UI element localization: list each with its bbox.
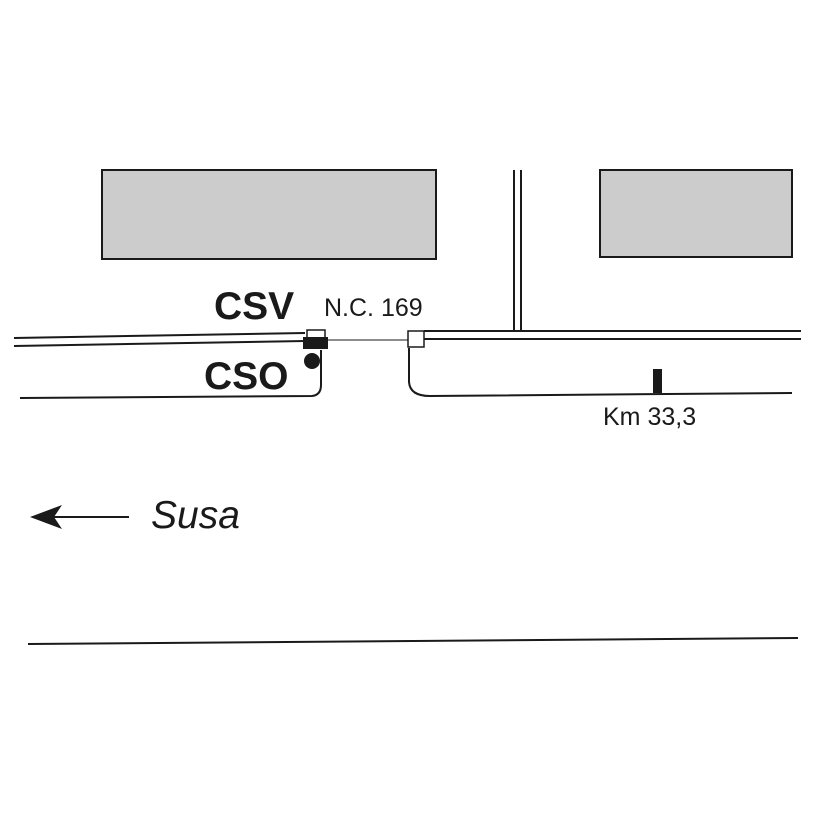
cso-marker (304, 353, 320, 369)
km-marker-label: Km 33,3 (603, 403, 696, 431)
km-post-marker (653, 369, 662, 393)
csv-label: CSV (214, 285, 294, 328)
house-number-marker (407, 330, 425, 348)
building-right (599, 169, 793, 258)
boundary-left-upper (13, 332, 306, 339)
arrow-left-icon (30, 505, 62, 529)
direction-label: Susa (151, 494, 240, 537)
cso-label: CSO (204, 355, 289, 398)
sidewalk-left (19, 350, 322, 399)
house-number-label: N.C. 169 (324, 294, 423, 322)
csv-marker (303, 337, 328, 349)
boundary-left-lower (13, 340, 306, 347)
sidewalk-right (408, 348, 793, 398)
building-left (101, 169, 437, 260)
road-edge-line (27, 637, 799, 645)
